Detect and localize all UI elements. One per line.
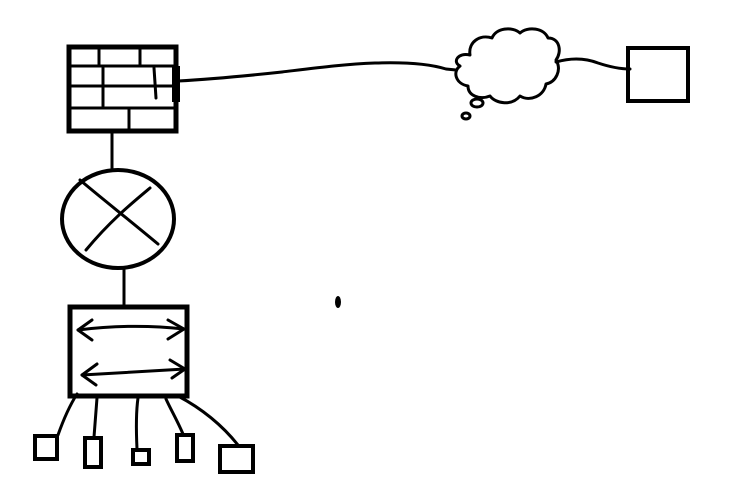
link-firewall-internet (176, 61, 458, 83)
link-switch-host-3 (134, 396, 140, 451)
host-1-icon (33, 434, 59, 461)
host-4-icon (175, 433, 195, 463)
cloud-icon (454, 27, 561, 121)
host-5-icon (218, 444, 255, 474)
firewall-icon (66, 44, 180, 134)
host-3-icon (131, 448, 151, 466)
switch-icon (67, 304, 190, 399)
ink-dot-icon (335, 296, 341, 308)
hosts (33, 433, 255, 474)
link-switch-host-2 (92, 396, 99, 439)
link-internet-remote-host (554, 57, 632, 71)
links (56, 57, 632, 451)
link-switch-host-4 (164, 397, 185, 436)
link-switch-host-1 (56, 392, 79, 437)
remote-host-icon (626, 46, 690, 103)
host-2-icon (83, 436, 103, 469)
link-switch-host-5 (176, 394, 240, 447)
router-icon (60, 168, 176, 270)
